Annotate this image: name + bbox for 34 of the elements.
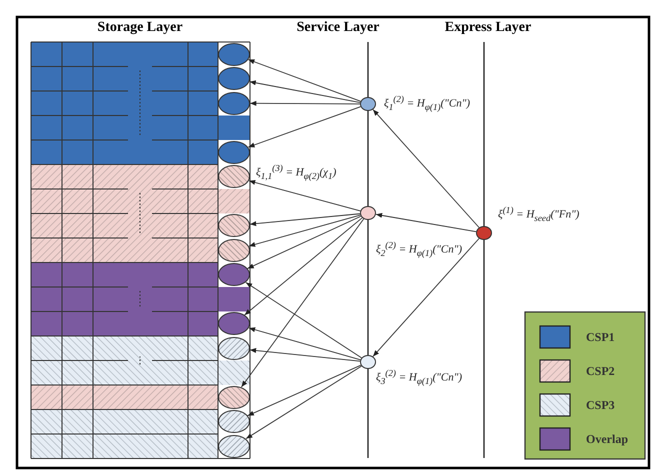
arrow bbox=[249, 80, 361, 103]
layer-heading: Storage Layer bbox=[97, 20, 183, 36]
arrow bbox=[248, 214, 361, 247]
arrow bbox=[248, 106, 362, 148]
legend-label: CSP3 bbox=[586, 398, 615, 413]
service-node bbox=[360, 206, 376, 220]
formula-label: ξ$_{3}$$^{(2)}$ = H$_{φ(1)}$("Cn") bbox=[376, 368, 462, 386]
formula-label: ξ$_{1}$$^{(2)}$ = H$_{φ(1)}$("Cn") bbox=[384, 94, 470, 112]
arrow bbox=[372, 109, 480, 228]
arrow bbox=[248, 327, 361, 360]
formula-label: ξ$_{1,1}$$^{(3)}$ = H$_{φ(2)}$(χ$_{1}$) bbox=[256, 163, 336, 181]
arrow bbox=[240, 218, 364, 388]
arrow bbox=[372, 238, 480, 357]
express-node bbox=[476, 226, 492, 240]
arrow bbox=[246, 366, 362, 440]
service-node bbox=[360, 355, 376, 369]
arrow bbox=[249, 213, 360, 226]
arrow bbox=[248, 59, 362, 102]
arrow bbox=[244, 217, 363, 316]
formula-label: ξ$^{(1)}$ = H$_{seed}$("Fn") bbox=[498, 205, 580, 223]
legend-label: CSP2 bbox=[586, 364, 615, 379]
legend-label: Overlap bbox=[586, 432, 628, 447]
arrow bbox=[249, 348, 360, 362]
legend-label: CSP1 bbox=[586, 330, 615, 345]
layer-heading: Service Layer bbox=[296, 20, 380, 36]
arrow bbox=[245, 282, 362, 358]
arrow bbox=[248, 180, 361, 212]
arrow bbox=[247, 364, 362, 416]
arrow bbox=[247, 216, 362, 269]
formula-label: ξ$_{2}$$^{(2)}$ = H$_{φ(1)}$("Cn") bbox=[376, 240, 462, 258]
arrow bbox=[250, 100, 360, 106]
service-node bbox=[360, 97, 376, 111]
arrow bbox=[375, 212, 477, 232]
layer-heading: Express Layer bbox=[444, 20, 532, 36]
